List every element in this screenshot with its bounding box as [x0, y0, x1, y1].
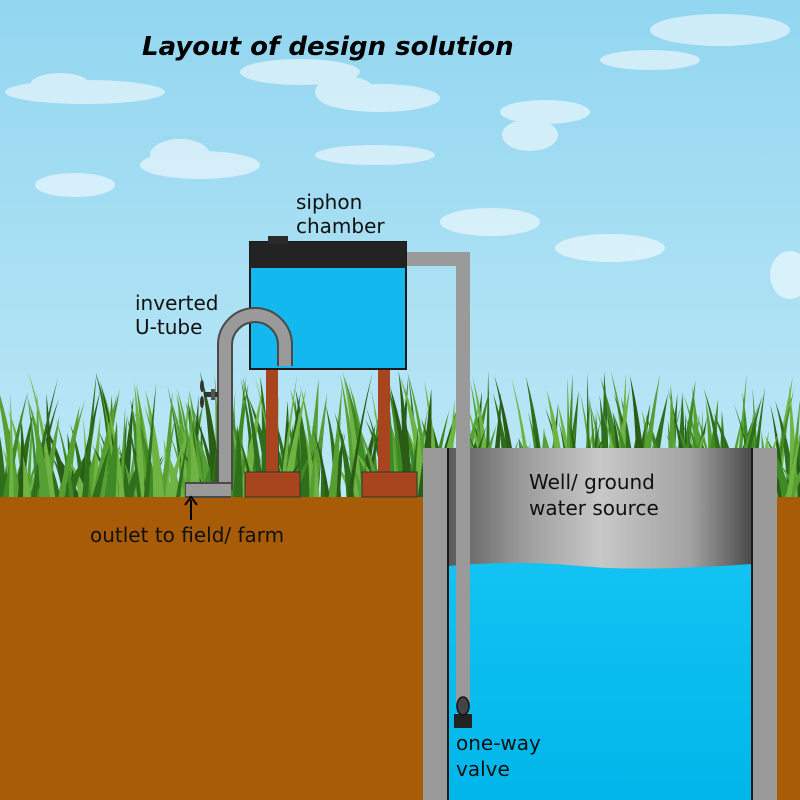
grass-blade — [8, 410, 32, 500]
inverted-u-tube — [185, 307, 293, 498]
grass-blade — [345, 451, 366, 500]
grass-blade — [60, 454, 86, 500]
grass-blade — [57, 399, 86, 500]
grass-blade — [30, 378, 59, 500]
clouds — [5, 14, 800, 299]
tank-lid — [250, 242, 406, 268]
well-label-1: Well/ ground — [529, 470, 655, 494]
grass-blade — [278, 374, 298, 500]
grass-blade — [145, 389, 165, 500]
grass-blade — [143, 383, 157, 500]
grass-blade — [398, 370, 413, 500]
valve-label-2: valve — [456, 757, 510, 781]
grass-blade — [164, 442, 184, 500]
grass-blade — [188, 424, 202, 500]
grass-blade — [385, 373, 407, 500]
diagram-title: Layout of design solution — [142, 32, 514, 62]
grass-blade — [328, 385, 343, 500]
outlet-label: outlet to field/ farm — [90, 523, 285, 547]
tank-cap — [268, 236, 288, 244]
grass-blade — [8, 392, 14, 500]
tap-handle-icon — [200, 380, 218, 408]
grass-blade — [168, 431, 190, 500]
grass-blade — [114, 417, 127, 500]
grass-blade — [91, 444, 111, 500]
grass-blade — [27, 371, 56, 500]
grass-blade — [785, 434, 800, 500]
grass-blade — [232, 424, 243, 500]
grass-blade — [764, 436, 793, 500]
support-base-right — [361, 471, 418, 498]
grass-blade — [238, 390, 263, 500]
grass-blade — [240, 377, 259, 500]
well-label-2: water source — [529, 496, 659, 520]
siphon-chamber — [249, 236, 407, 370]
grass-blade — [308, 439, 316, 500]
grass-blade — [80, 448, 96, 500]
supply-pipe — [405, 252, 470, 704]
inverted-utube-label-2: U-tube — [135, 315, 203, 339]
well-water — [448, 563, 752, 800]
grass-blade — [311, 425, 331, 500]
inverted-utube-label-1: inverted — [135, 291, 219, 315]
grass-blade — [0, 436, 7, 500]
grass-blade — [331, 432, 344, 500]
grass-blade — [103, 420, 118, 500]
well-wall-left — [423, 448, 448, 800]
well — [423, 448, 777, 800]
grass-blade — [28, 400, 51, 500]
grass-blade — [126, 414, 142, 500]
tank-supports — [244, 368, 418, 498]
outlet-arrow-icon — [184, 495, 198, 520]
grass-blade — [133, 410, 159, 500]
siphon-chamber-label-2: chamber — [296, 214, 385, 238]
grass-blade — [17, 423, 24, 500]
siphon-chamber-label-1: siphon — [296, 190, 363, 214]
grass-blade — [347, 372, 373, 500]
grass-blade — [242, 377, 265, 500]
grass-blade — [334, 412, 355, 500]
grass-blade — [342, 370, 365, 500]
grass-blade — [81, 372, 97, 500]
grass-blade — [175, 436, 189, 500]
support-base-left — [244, 471, 301, 498]
grass-blade — [55, 418, 75, 500]
grass-blade — [2, 391, 28, 500]
well-wall-right — [752, 448, 777, 800]
one-way-valve-icon — [454, 696, 472, 728]
valve-label-1: one-way — [456, 731, 541, 755]
